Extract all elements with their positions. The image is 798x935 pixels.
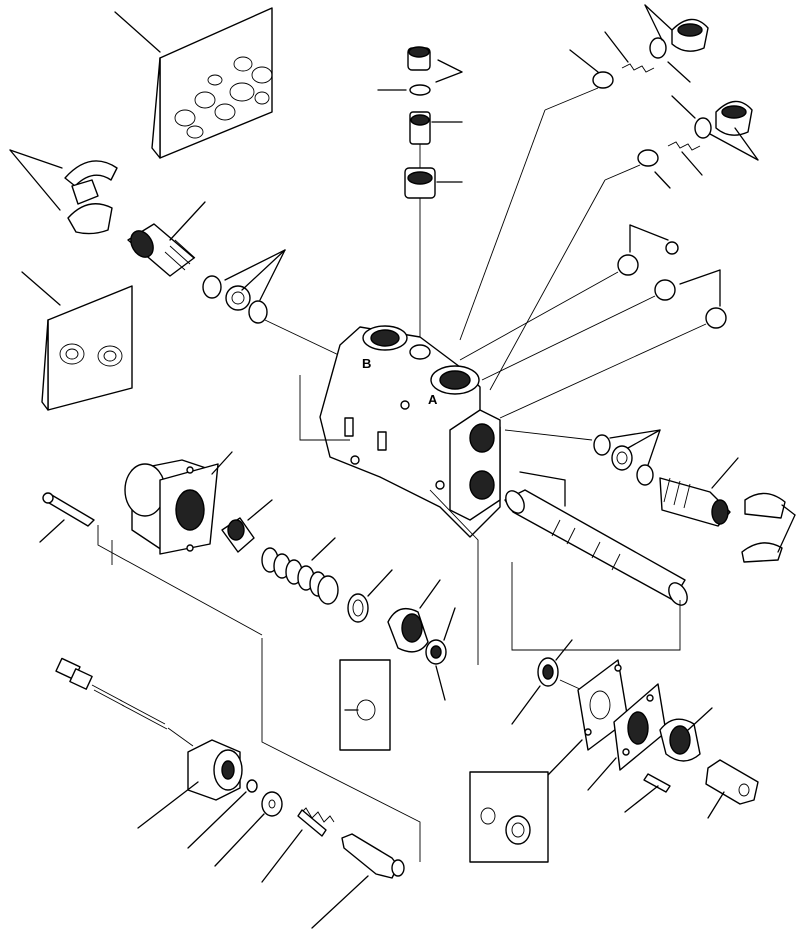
leader-line xyxy=(609,429,661,439)
leader-line xyxy=(587,757,617,791)
leader-line xyxy=(9,149,63,169)
adapter-screw xyxy=(643,773,671,793)
leader-line xyxy=(547,739,583,776)
check-valve-lower xyxy=(637,100,753,167)
leader-line xyxy=(9,149,61,211)
leader-line xyxy=(707,791,725,819)
solenoid-coil xyxy=(187,739,243,801)
port-a-label: A xyxy=(428,392,438,407)
cap-halves-right xyxy=(741,492,786,563)
seal-kit-card-large xyxy=(151,7,273,159)
leader-line xyxy=(187,791,247,849)
leader-line xyxy=(247,499,273,521)
relief-valve-stack-top xyxy=(404,46,436,340)
adapter-plate xyxy=(613,683,667,771)
spring-pack xyxy=(261,547,339,605)
leader-line xyxy=(777,514,796,553)
leader-line xyxy=(624,785,659,813)
main-spool xyxy=(504,489,688,606)
leader-line xyxy=(671,95,696,119)
leader-line xyxy=(711,457,739,489)
leader-line xyxy=(555,639,573,661)
leader-line xyxy=(687,707,713,731)
leader-line xyxy=(679,269,721,285)
solenoid-spring xyxy=(297,807,335,837)
leader-line xyxy=(261,829,303,883)
leader-line xyxy=(644,4,673,31)
orings-right-upper xyxy=(617,241,727,329)
leader-line xyxy=(569,49,599,73)
leader-line xyxy=(667,61,691,83)
leader-line xyxy=(241,249,286,291)
leader-line xyxy=(781,504,796,516)
leader-line xyxy=(137,781,199,829)
cap-bolt xyxy=(42,492,95,527)
spool-end-plug-left xyxy=(127,223,196,277)
leader-line xyxy=(629,224,669,241)
leader-line xyxy=(214,813,265,867)
spring-seat xyxy=(221,517,255,553)
oring-kit-card-center xyxy=(339,659,391,751)
spool-cap-housing xyxy=(124,459,219,555)
leader-line xyxy=(435,71,463,83)
leader-line xyxy=(39,519,65,543)
leader-line xyxy=(114,11,161,53)
orings-right-lower xyxy=(593,434,654,486)
valve-body: B A xyxy=(319,325,501,538)
leader-line xyxy=(435,665,446,701)
leader-line xyxy=(681,151,703,176)
leader-line xyxy=(734,127,759,161)
solenoid-oring xyxy=(246,779,258,793)
spool-end-plug-right xyxy=(659,477,731,527)
clevis-end xyxy=(705,759,759,805)
leader-line xyxy=(647,429,661,466)
leader-line xyxy=(211,451,233,475)
end-cover-cup xyxy=(387,608,429,653)
port-b-label: B xyxy=(362,356,371,371)
seal-kit-card-lower xyxy=(469,771,549,863)
leader-line xyxy=(654,171,671,189)
leader-line xyxy=(437,59,463,73)
solenoid-cartridge xyxy=(341,833,405,879)
leader-line xyxy=(511,685,541,725)
leader-line xyxy=(367,569,393,597)
leader-line xyxy=(709,133,759,161)
cap-halves-left xyxy=(64,160,118,235)
leader-line xyxy=(443,607,456,641)
leader-line xyxy=(311,875,369,929)
solenoid-washer xyxy=(261,791,283,817)
leader-line xyxy=(519,471,566,481)
leader-line xyxy=(259,249,286,301)
seal-kit-card-small xyxy=(41,285,133,411)
orings-left xyxy=(202,275,268,324)
leader-line xyxy=(311,537,336,561)
leader-line xyxy=(224,249,286,281)
solenoid-connector xyxy=(55,657,194,747)
leader-line xyxy=(169,201,206,241)
leader-line xyxy=(627,429,661,449)
plug-cap-lower xyxy=(659,718,701,762)
seal-ring-lower-right xyxy=(537,657,559,687)
check-valve-upper xyxy=(592,18,709,89)
leader-line xyxy=(604,31,629,63)
leader-line xyxy=(644,4,663,41)
spacer-ring xyxy=(347,593,369,623)
leader-line xyxy=(21,271,61,306)
leader-line xyxy=(419,579,441,609)
seal-ring-lower xyxy=(425,639,447,665)
